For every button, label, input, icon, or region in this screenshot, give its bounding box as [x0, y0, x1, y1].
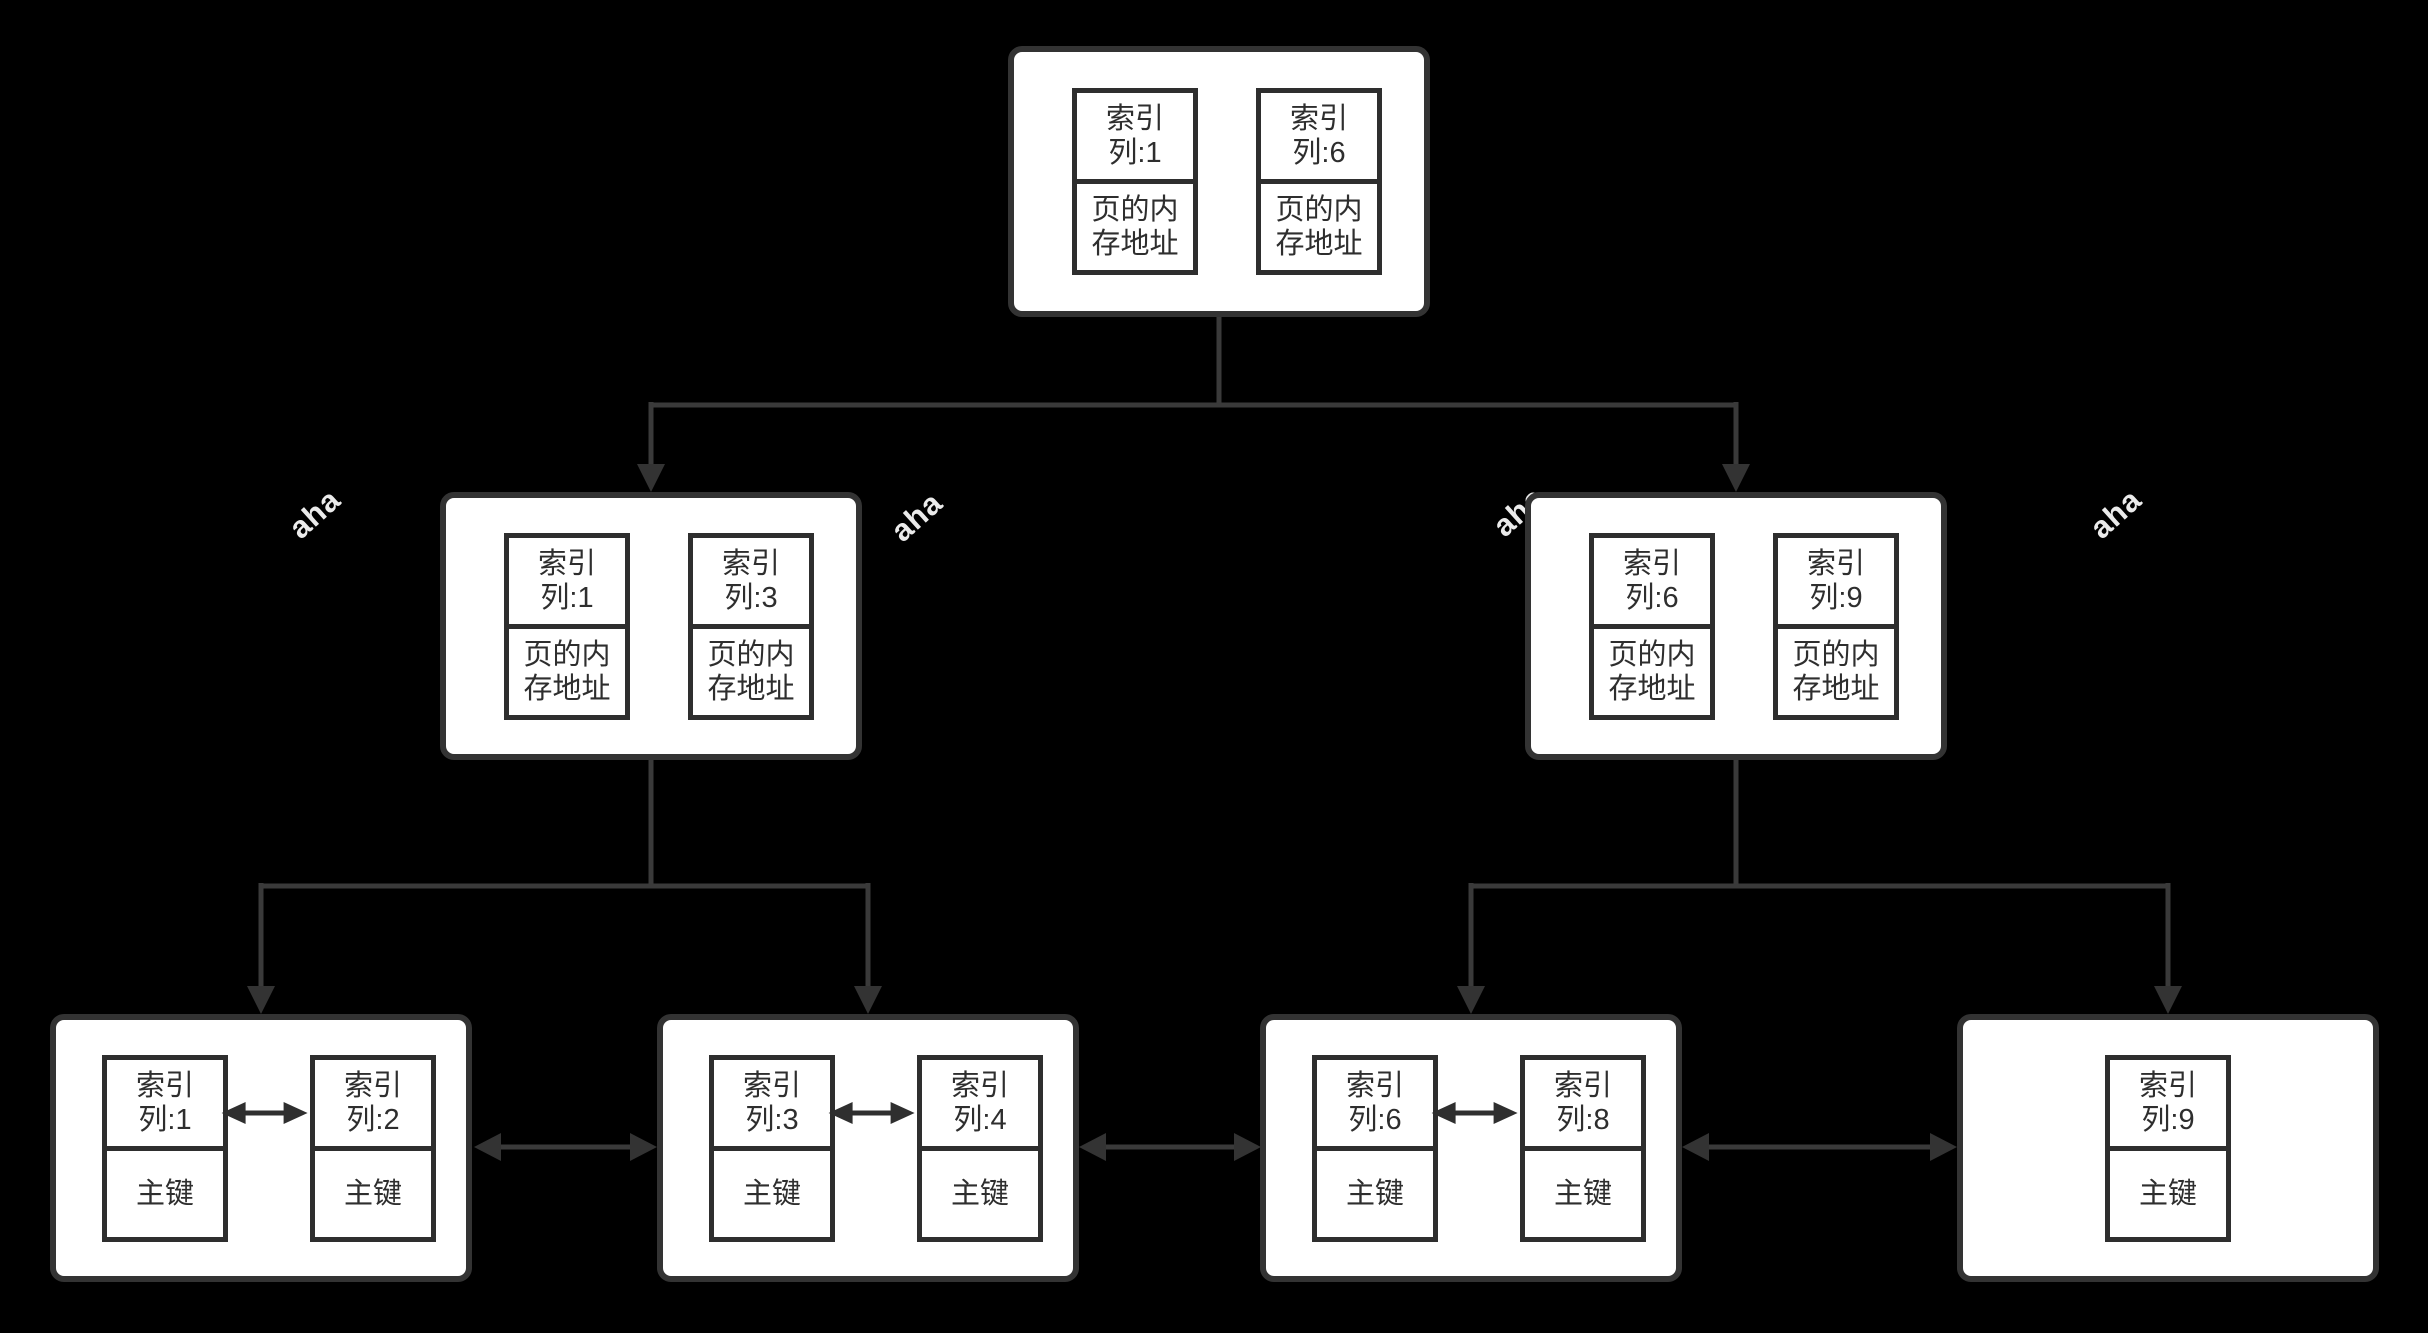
index-entry-cell: 索引 列:1 页的内 存地址: [504, 532, 630, 720]
arrow-down-icon: [854, 986, 882, 1014]
index-key-label: 索引 列:1: [135, 1069, 194, 1136]
internal-node-left: 索引 列:1 页的内 存地址 索引 列:3 页的内 存地址: [440, 492, 862, 760]
internal-node-left-cells: 索引 列:1 页的内 存地址 索引 列:3 页的内 存地址: [504, 532, 814, 720]
leaf-node-2-cells: 索引 列:3 主键 索引 列:4 主键: [709, 1054, 1043, 1242]
index-key-label: 索引 列:9: [1806, 547, 1865, 614]
leaf-node-3-cells: 索引 列:6 主键 索引 列:8 主键: [1312, 1054, 1646, 1242]
page-address-label: 页的内 存地址: [509, 623, 625, 715]
index-key-label: 索引 列:4: [950, 1069, 1009, 1136]
primary-key-label: 主键: [1317, 1145, 1433, 1237]
arrow-right-icon: [1930, 1133, 1957, 1161]
arrow-down-icon: [1722, 464, 1750, 492]
primary-key-label: 主键: [1525, 1145, 1641, 1237]
arrow-left-icon: [1079, 1133, 1106, 1161]
primary-key-label: 主键: [2110, 1145, 2226, 1237]
index-entry-cell: 索引 列:4 主键: [917, 1054, 1043, 1242]
primary-key-label: 主键: [922, 1145, 1038, 1237]
page-address-label: 页的内 存地址: [1261, 179, 1377, 270]
index-entry-cell: 索引 列:1 页的内 存地址: [1072, 88, 1198, 275]
index-entry-cell: 索引 列:6 主键: [1312, 1054, 1438, 1242]
primary-key-label: 主键: [714, 1145, 830, 1237]
leaf-node-1-cells: 索引 列:1 主键 索引 列:2 主键: [102, 1054, 436, 1242]
primary-key-label: 主键: [315, 1145, 431, 1237]
index-entry-cell: 索引 列:6 页的内 存地址: [1256, 88, 1382, 275]
index-key-label: 索引 列:6: [1345, 1069, 1404, 1136]
leaf-node-4: 索引 列:9 主键: [1957, 1014, 2379, 1282]
index-entry-cell: 索引 列:9 页的内 存地址: [1773, 532, 1899, 720]
index-entry-cell: 索引 列:3 主键: [709, 1054, 835, 1242]
index-key-label: 索引 列:6: [1622, 547, 1681, 614]
leaf-node-1: 索引 列:1 主键 索引 列:2 主键: [50, 1014, 472, 1282]
arrow-right-icon: [630, 1133, 657, 1161]
index-key-label: 索引 列:6: [1289, 103, 1348, 169]
index-entry-cell: 索引 列:3 页的内 存地址: [688, 532, 814, 720]
root-node-cells: 索引 列:1 页的内 存地址 索引 列:6 页的内 存地址: [1072, 88, 1382, 275]
index-key-label: 索引 列:2: [343, 1069, 402, 1136]
page-address-label: 页的内 存地址: [1594, 623, 1710, 715]
leaf-node-3: 索引 列:6 主键 索引 列:8 主键: [1260, 1014, 1682, 1282]
arrowheads: [247, 464, 2182, 1161]
index-key-label: 索引 列:1: [537, 547, 596, 614]
index-entry-cell: 索引 列:6 页的内 存地址: [1589, 532, 1715, 720]
cell-double-arrow-icon: [1431, 1102, 1518, 1124]
cell-double-arrow-icon: [828, 1102, 915, 1124]
arrow-right-icon: [1234, 1133, 1261, 1161]
arrow-left-icon: [474, 1133, 501, 1161]
page-address-label: 页的内 存地址: [1077, 179, 1193, 270]
connector-lines: [258, 317, 2171, 1150]
primary-key-label: 主键: [107, 1145, 223, 1237]
leaf-node-4-cells: 索引 列:9 主键: [2105, 1054, 2231, 1242]
arrow-left-icon: [1682, 1133, 1709, 1161]
page-address-label: 页的内 存地址: [1778, 623, 1894, 715]
root-node: 索引 列:1 页的内 存地址 索引 列:6 页的内 存地址: [1008, 46, 1430, 317]
index-entry-cell: 索引 列:1 主键: [102, 1054, 228, 1242]
index-key-label: 索引 列:3: [742, 1069, 801, 1136]
index-entry-cell: 索引 列:2 主键: [310, 1054, 436, 1242]
internal-node-right: 索引 列:6 页的内 存地址 索引 列:9 页的内 存地址: [1525, 492, 1947, 760]
index-key-label: 索引 列:1: [1105, 103, 1164, 169]
arrow-down-icon: [2154, 986, 2182, 1014]
index-key-label: 索引 列:8: [1553, 1069, 1612, 1136]
internal-node-right-cells: 索引 列:6 页的内 存地址 索引 列:9 页的内 存地址: [1589, 532, 1899, 720]
arrow-down-icon: [247, 986, 275, 1014]
index-entry-cell: 索引 列:8 主键: [1520, 1054, 1646, 1242]
index-entry-cell: 索引 列:9 主键: [2105, 1054, 2231, 1242]
index-key-label: 索引 列:9: [2138, 1069, 2197, 1136]
page-address-label: 页的内 存地址: [693, 623, 809, 715]
arrow-down-icon: [637, 464, 665, 492]
leaf-node-2: 索引 列:3 主键 索引 列:4 主键: [657, 1014, 1079, 1282]
index-key-label: 索引 列:3: [721, 547, 780, 614]
arrow-down-icon: [1457, 986, 1485, 1014]
cell-double-arrow-icon: [221, 1102, 308, 1124]
